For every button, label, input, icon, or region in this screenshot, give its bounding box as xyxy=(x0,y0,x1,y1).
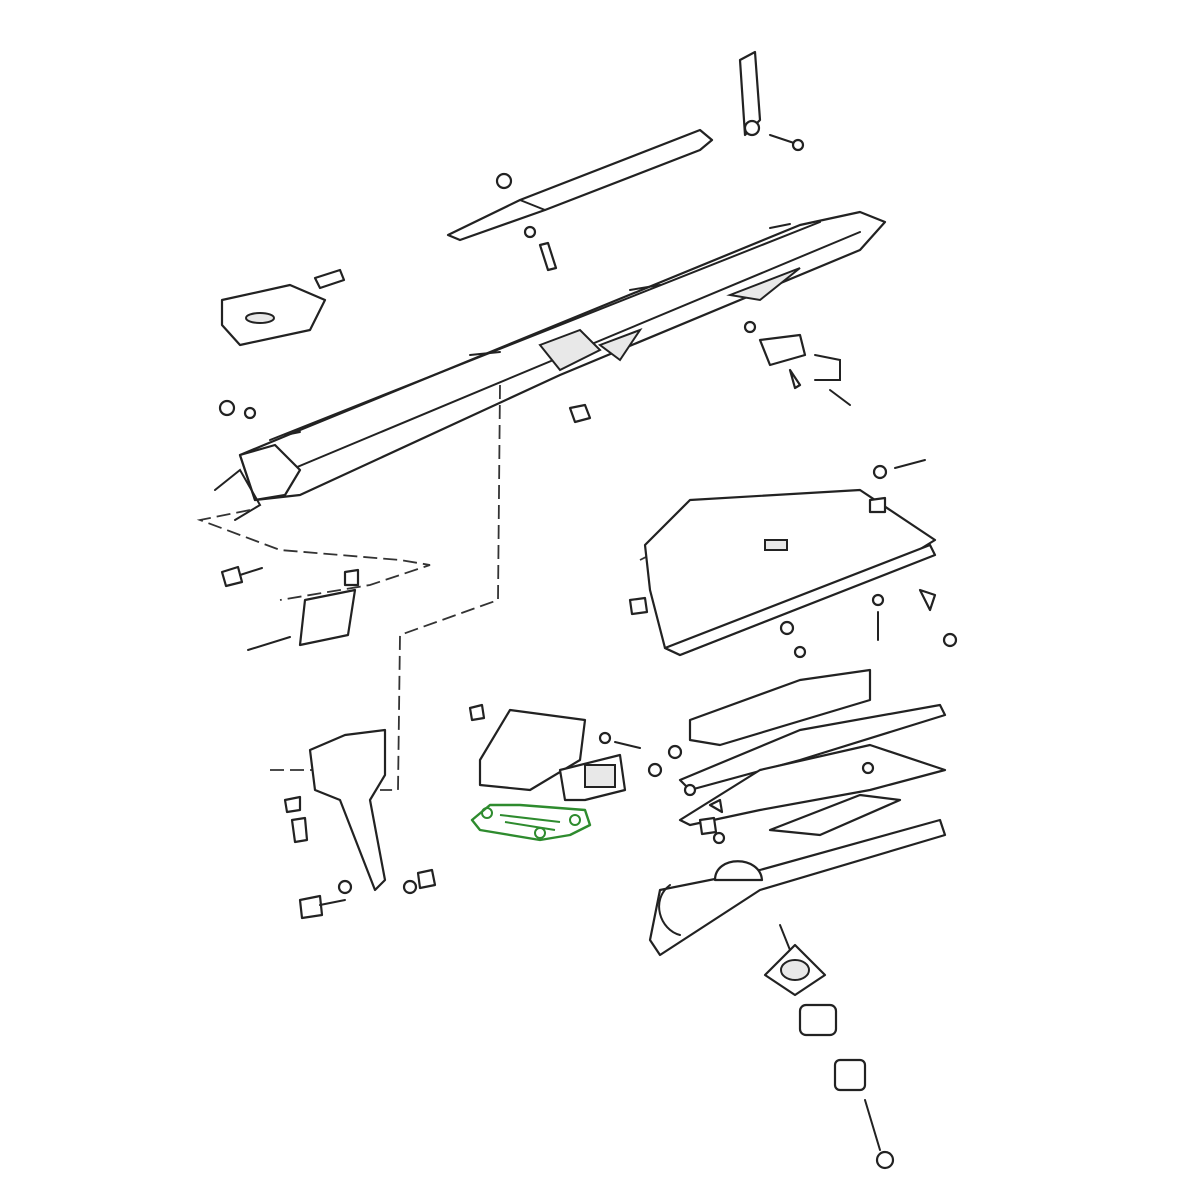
upper-strut xyxy=(446,128,714,272)
hinge-bracket xyxy=(738,50,805,152)
highlighted-plate xyxy=(470,803,592,842)
support-bracket xyxy=(283,728,437,920)
right-clip-assembly xyxy=(743,320,851,406)
glovebox-door-parts xyxy=(648,620,947,957)
lock-assembly xyxy=(763,924,895,1170)
mount-plate xyxy=(220,268,346,347)
left-fasteners xyxy=(218,399,592,651)
glovebox-housing xyxy=(628,459,958,657)
duct-bracket xyxy=(468,703,683,802)
dash-beam xyxy=(214,210,887,521)
